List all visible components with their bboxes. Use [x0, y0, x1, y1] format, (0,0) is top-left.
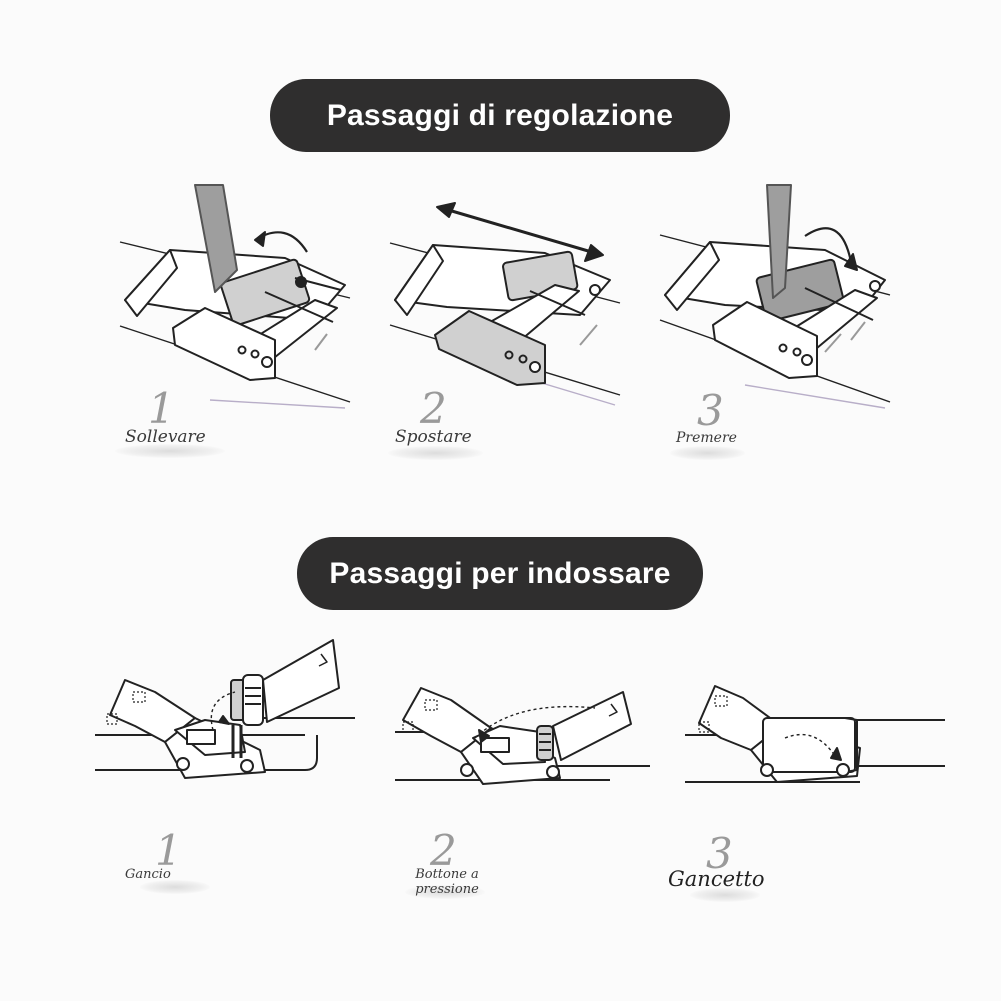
adjust-step-3-label: Premere [676, 430, 737, 446]
wear-step-1-label: Gancio [125, 867, 171, 882]
adjust-step-2-label: Spostare [395, 427, 472, 447]
adjust-steps-title: Passaggi di regolazione [326, 98, 674, 132]
adjust-step-1-underline [115, 444, 225, 458]
adjust-step-2-illustration [385, 195, 625, 410]
wear-step-3-underline [690, 888, 760, 902]
wear-step-1-illustration [95, 630, 360, 790]
adjust-step-1-number: 1 [148, 384, 175, 433]
adjust-step-2-underline [388, 446, 483, 460]
adjust-step-1-label: Sollevare [125, 427, 206, 447]
adjust-step-3-underline [670, 446, 745, 460]
adjust-step-2-number: 2 [420, 384, 447, 433]
adjust-step-3-illustration [655, 180, 895, 410]
wear-step-3-label: Gancetto [668, 867, 765, 891]
wear-step-3-illustration [685, 678, 950, 788]
wear-step-1-underline [140, 880, 210, 894]
wear-step-2-illustration [395, 680, 655, 790]
adjust-steps-header: Passaggi di regolazione [270, 79, 730, 152]
wear-step-2-label: Bottone a pressione [415, 867, 479, 897]
wear-steps-title: Passaggi per indossare [329, 556, 671, 590]
wear-step-3-number: 3 [706, 829, 733, 878]
adjust-step-3-number: 3 [697, 386, 724, 435]
wear-step-2-number: 2 [430, 826, 457, 875]
wear-step-2-underline [405, 885, 485, 899]
adjust-step-1-illustration [115, 180, 355, 410]
wear-steps-header: Passaggi per indossare [297, 537, 703, 610]
wear-step-1-number: 1 [155, 826, 182, 875]
